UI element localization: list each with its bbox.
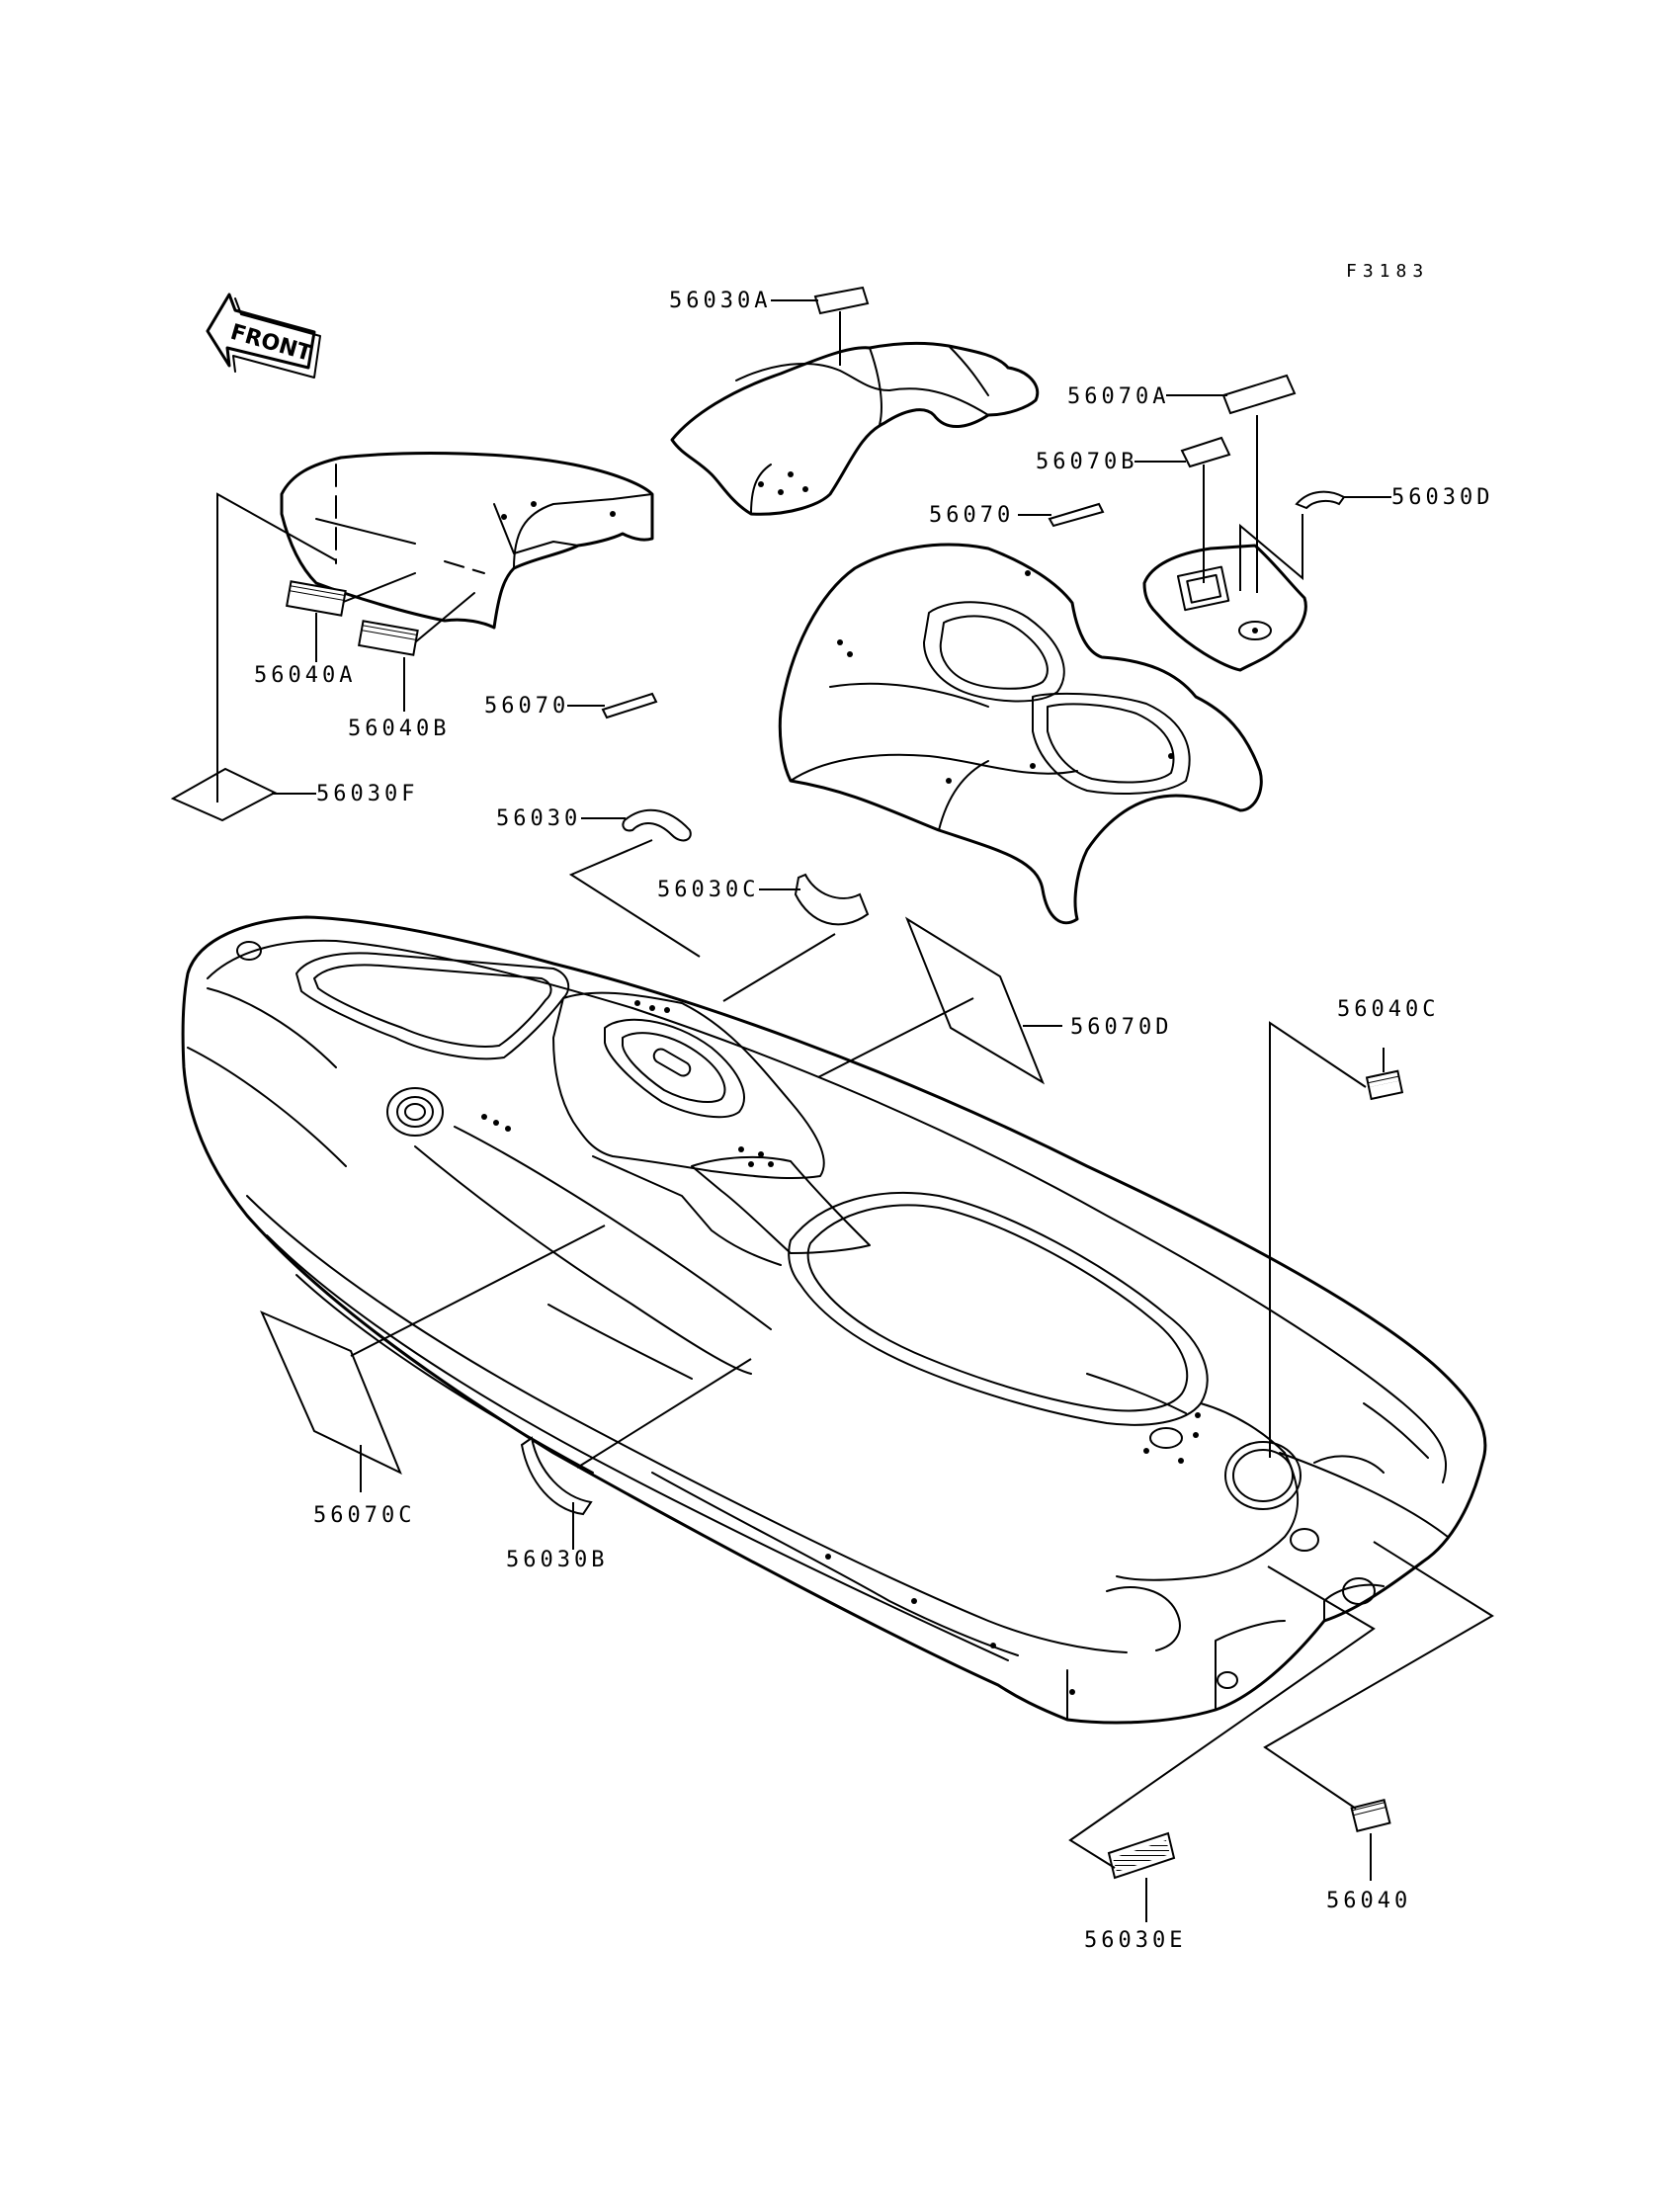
callout-56070B: 56070B	[1036, 450, 1137, 474]
decal-56070A	[1221, 374, 1297, 415]
callout-56040A: 56040A	[254, 663, 356, 688]
leader-lines	[216, 299, 1494, 1922]
callout-56030C: 56030C	[657, 878, 759, 902]
hood-cover-part	[280, 452, 654, 643]
callout-56070A: 56070A	[1067, 384, 1169, 409]
callout-56070C: 56070C	[313, 1503, 415, 1528]
center-deck-part	[778, 543, 1263, 925]
decal-56030E	[1107, 1831, 1176, 1880]
callout-56070-mid: 56070	[484, 694, 569, 718]
callout-56030F: 56030F	[316, 782, 418, 806]
decal-56070-mid	[601, 692, 658, 719]
decal-56030A	[813, 286, 870, 315]
decal-56070D	[904, 916, 1046, 1085]
callout-56070-top: 56070	[929, 503, 1014, 528]
hull-body-part	[181, 915, 1487, 1725]
decal-56040A	[286, 580, 347, 617]
callout-56040C: 56040C	[1337, 997, 1439, 1022]
callout-56030A: 56030A	[669, 289, 771, 313]
decal-56040	[1350, 1799, 1391, 1832]
decal-56030F	[170, 767, 278, 822]
callout-56030E: 56030E	[1084, 1928, 1186, 1953]
decal-56070C	[260, 1310, 402, 1476]
hatch-lid-part	[1142, 544, 1307, 672]
decal-56070-top	[1048, 502, 1105, 528]
callout-56040: 56040	[1326, 1889, 1411, 1913]
decal-56030D	[1295, 490, 1346, 510]
decal-56070B	[1180, 436, 1231, 468]
figure-reference: F3183	[1346, 261, 1429, 282]
decal-56040C	[1365, 1069, 1404, 1101]
callout-56070D: 56070D	[1070, 1015, 1172, 1040]
callout-56040B: 56040B	[348, 717, 450, 741]
decal-56040B	[358, 620, 419, 656]
callout-56030: 56030	[496, 806, 581, 831]
decal-56030	[622, 808, 692, 842]
decal-56030C	[794, 873, 870, 926]
front-arrow-icon: FRONT	[206, 293, 321, 379]
callout-56030B: 56030B	[506, 1548, 608, 1572]
seat-cover-part	[670, 341, 1040, 516]
decal-56030B	[520, 1436, 593, 1516]
callout-56030D: 56030D	[1391, 485, 1493, 510]
